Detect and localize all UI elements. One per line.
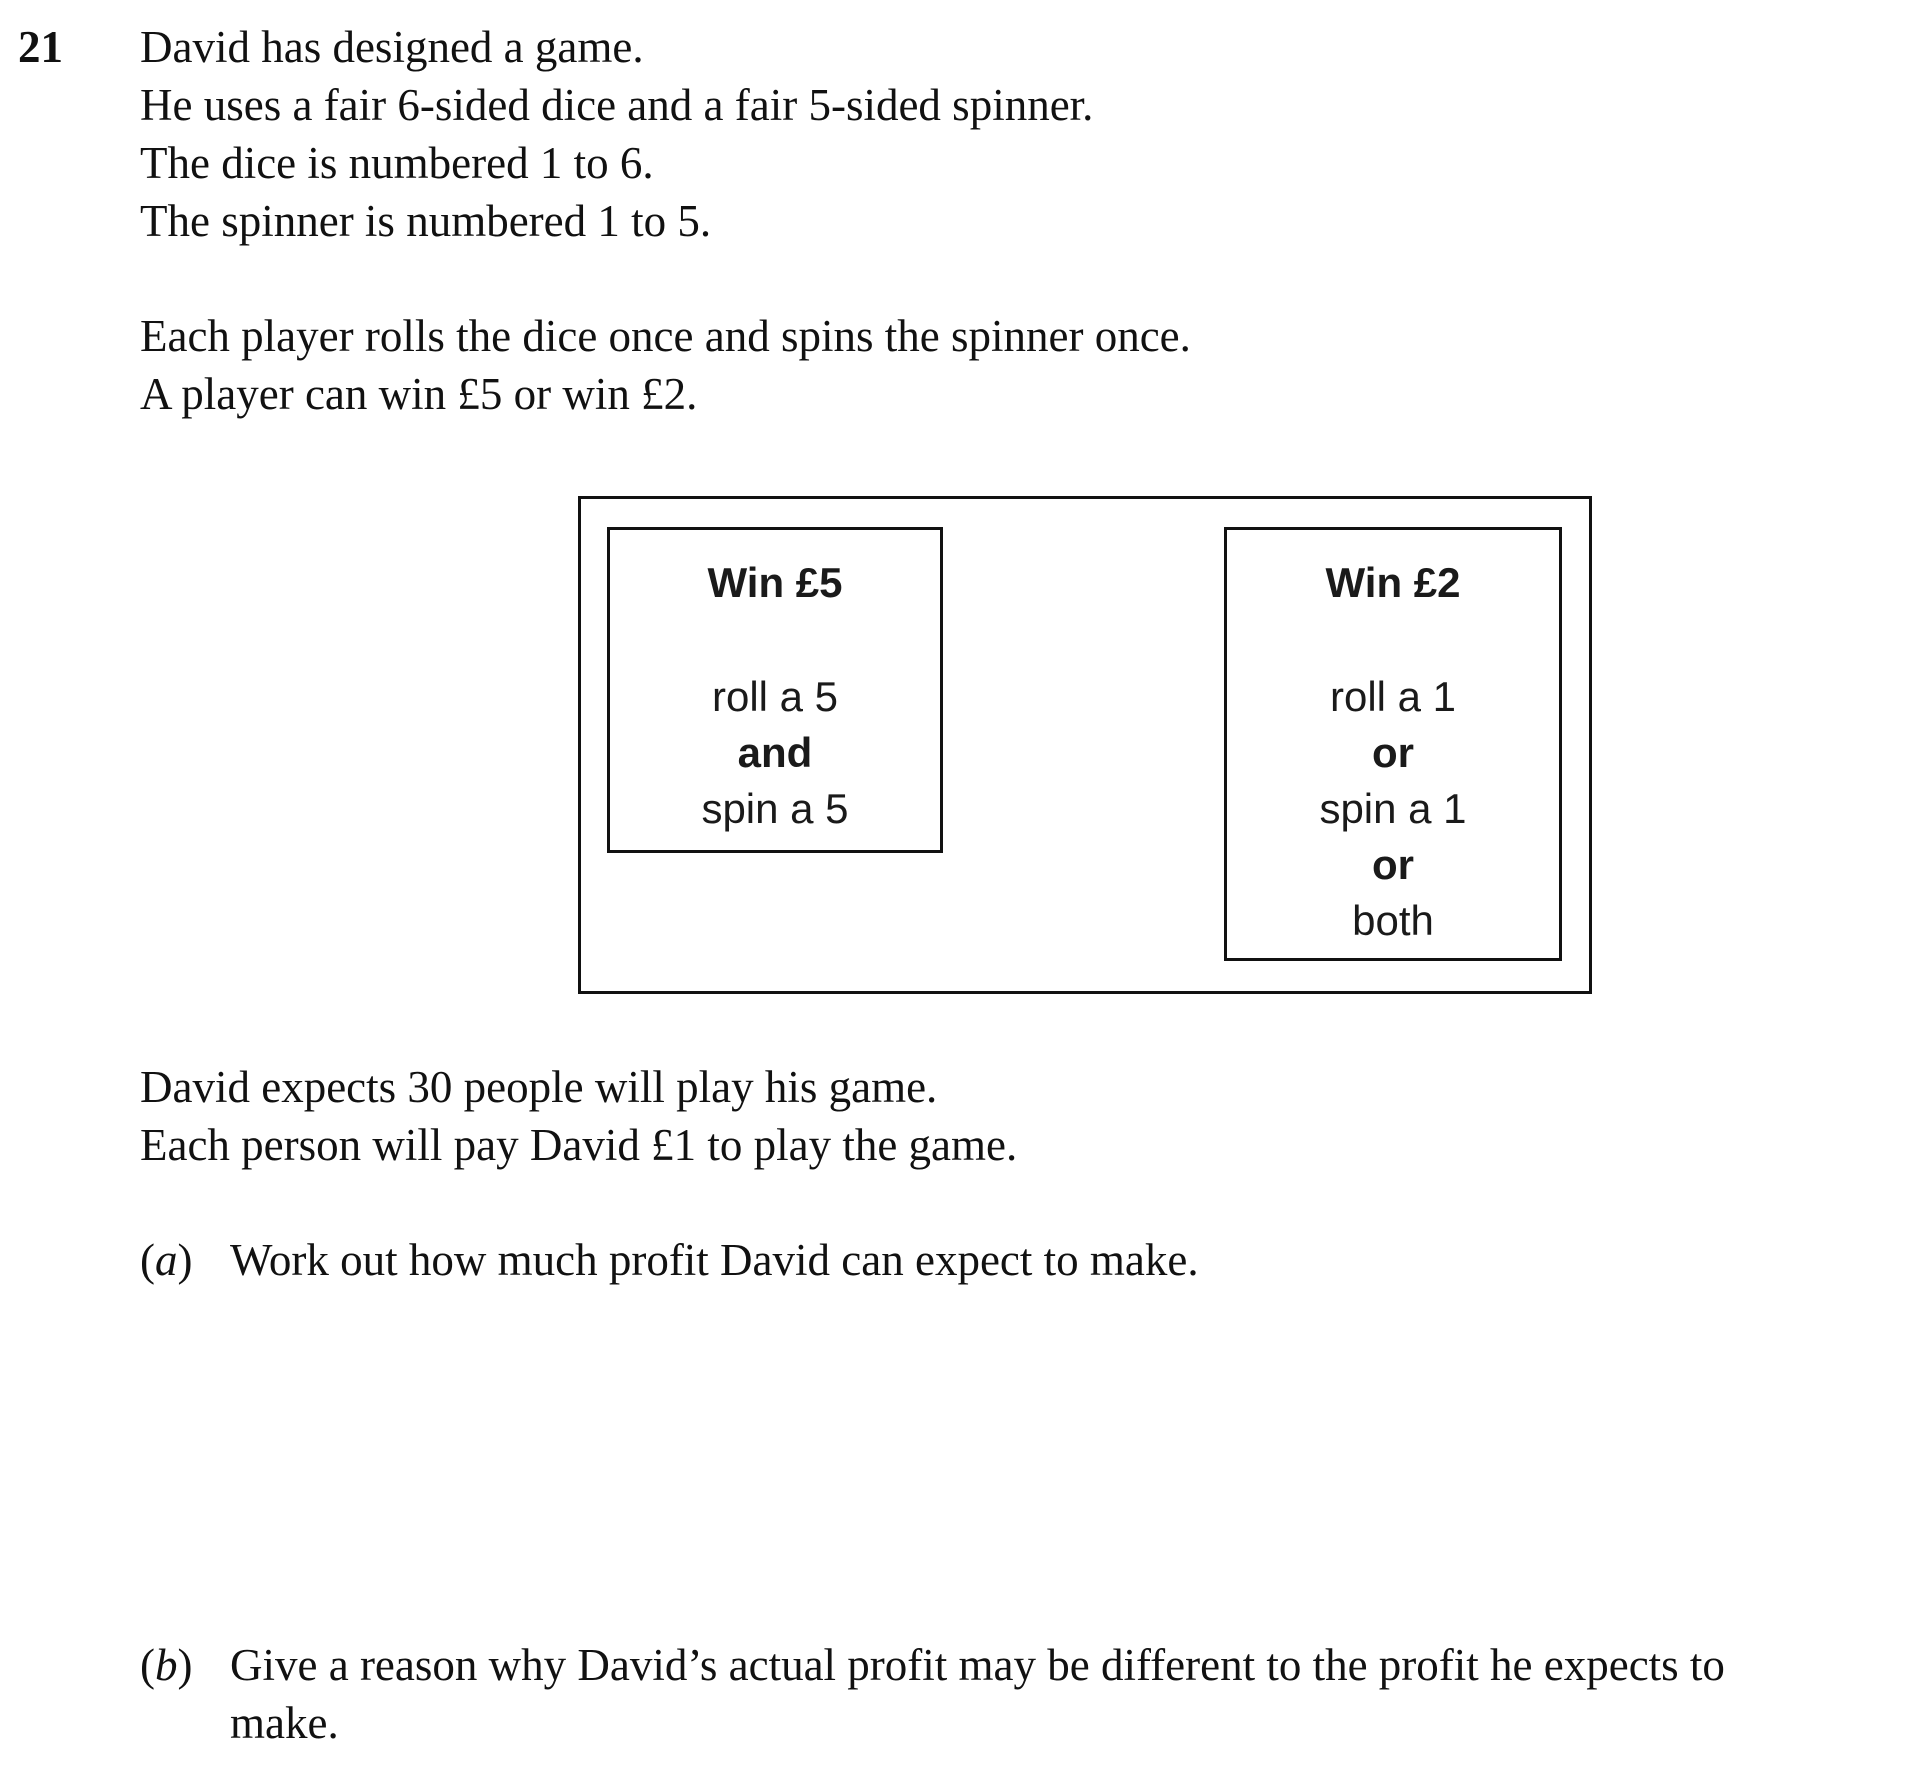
part-b-text: Give a reason why David’s actual profit … xyxy=(230,1636,1725,1752)
card-condition: both xyxy=(1352,897,1434,944)
expect-line: David expects 30 people will play his ga… xyxy=(140,1062,938,1112)
card-condition: roll a 5 xyxy=(711,673,839,720)
intro-line: He uses a fair 6-sided dice and a fair 5… xyxy=(140,80,1094,130)
intro-line: The spinner is numbered 1 to 5. xyxy=(140,196,712,246)
question-number: 21 xyxy=(18,22,63,72)
card-condition: roll a 1 xyxy=(1329,673,1457,720)
win-five-pounds-card: Win £5 roll a 5 and spin a 5 xyxy=(607,527,943,853)
expect-line: Each person will pay David £1 to play th… xyxy=(140,1120,1018,1170)
expectation-text: David expects 30 people will play his ga… xyxy=(140,1058,1017,1174)
question-intro: David has designed a game. He uses a fai… xyxy=(140,18,1093,250)
part-a-text: Work out how much profit David can expec… xyxy=(230,1235,1199,1285)
rules-line: Each player rolls the dice once and spin… xyxy=(140,311,1191,361)
card-heading: Win £2 xyxy=(1325,559,1461,606)
part-b-label: (b) xyxy=(140,1640,193,1690)
card-condition: spin a 1 xyxy=(1319,785,1467,832)
card-connector: or xyxy=(1372,841,1414,888)
card-connector: and xyxy=(737,729,813,776)
part-b-line: make. xyxy=(230,1698,339,1748)
rules-line: A player can win £5 or win £2. xyxy=(140,369,698,419)
card-heading: Win £5 xyxy=(707,559,843,606)
part-b-line: Give a reason why David’s actual profit … xyxy=(230,1640,1725,1690)
part-a-label: (a) xyxy=(140,1235,193,1285)
prize-rules-figure: Win £5 roll a 5 and spin a 5 Win £2 roll… xyxy=(578,496,1592,994)
game-rules-text: Each player rolls the dice once and spin… xyxy=(140,307,1191,423)
card-connector: or xyxy=(1372,729,1414,776)
intro-line: David has designed a game. xyxy=(140,22,644,72)
intro-line: The dice is numbered 1 to 6. xyxy=(140,138,654,188)
win-two-pounds-card: Win £2 roll a 1 or spin a 1 or both xyxy=(1224,527,1562,961)
card-condition: spin a 5 xyxy=(701,785,849,832)
